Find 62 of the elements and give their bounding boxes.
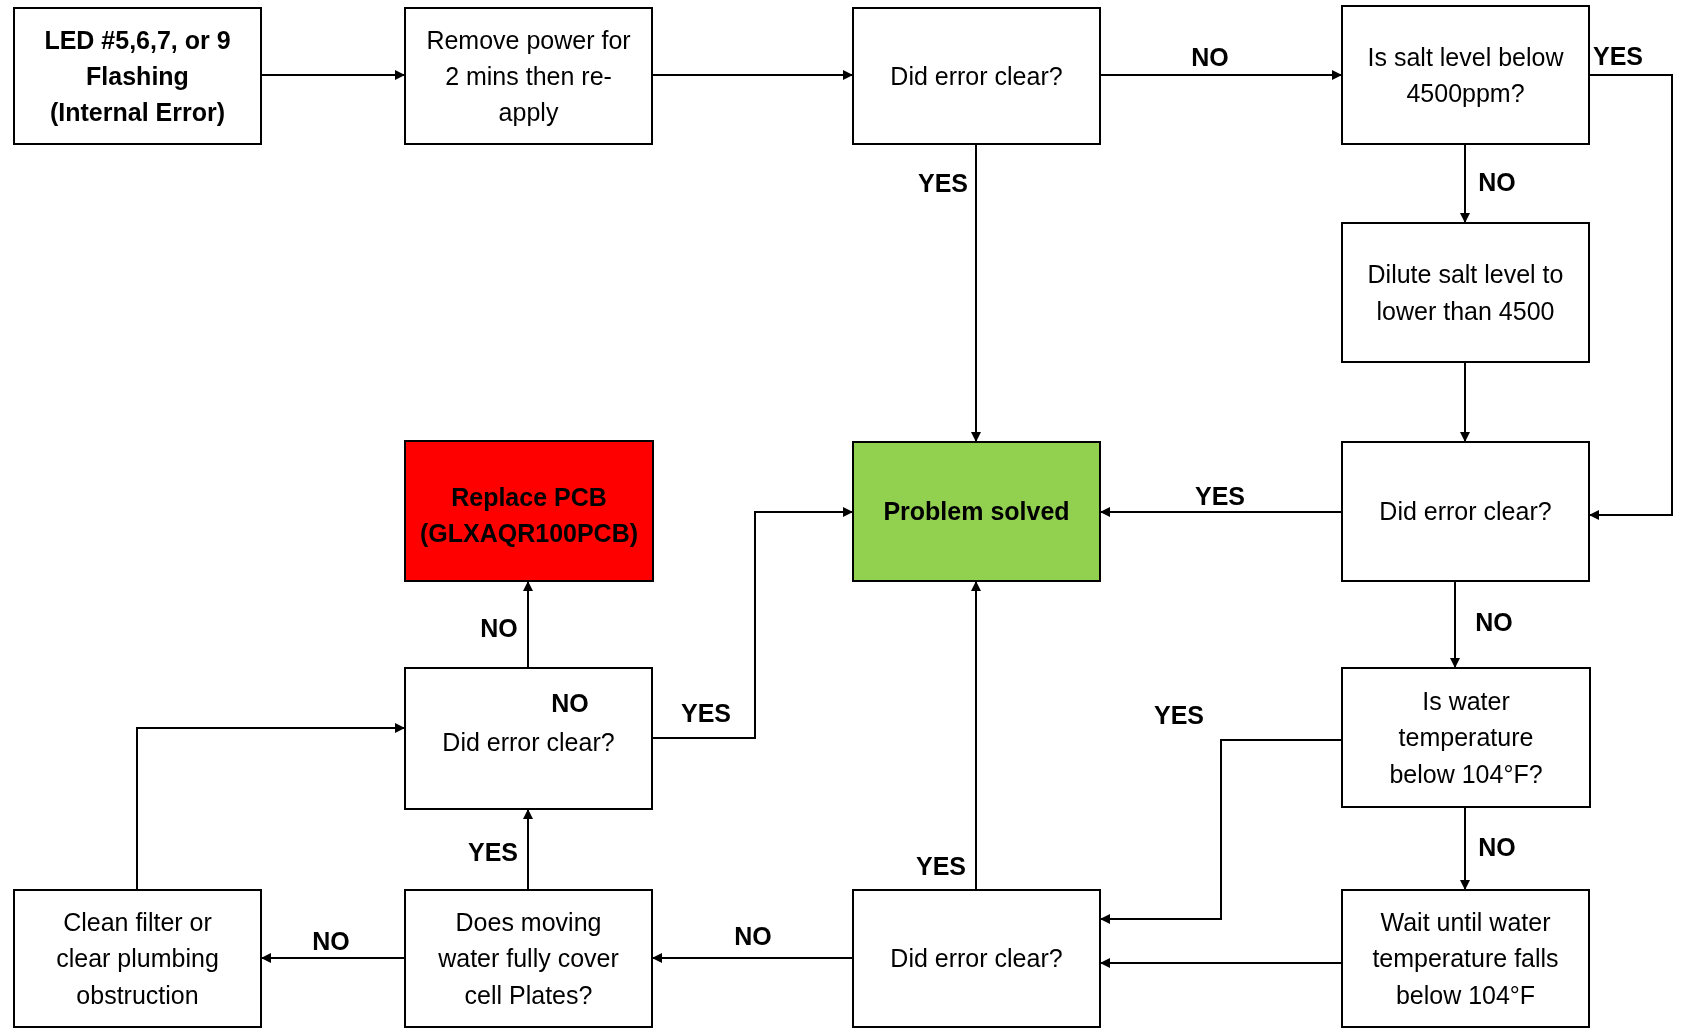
arrow xyxy=(261,70,405,80)
edge-label: NO xyxy=(1478,832,1516,864)
process-box xyxy=(13,889,262,1028)
process-box xyxy=(852,7,1101,145)
box-text: Did error clear? xyxy=(442,727,615,759)
box-text: Is salt level below 4500ppm? xyxy=(1366,41,1565,109)
arrow xyxy=(1460,807,1470,890)
edge-label: NO xyxy=(312,926,350,958)
stray-label: NO xyxy=(551,688,589,720)
arrow xyxy=(1450,581,1460,668)
edge-label: YES xyxy=(681,698,731,730)
box-text: Remove power for 2 mins then re-apply xyxy=(426,24,631,129)
box-text: Clean filter or clear plumbing obstruction xyxy=(55,907,220,1011)
arrow xyxy=(971,144,981,442)
box-text: Does moving water fully cover cell Plates? xyxy=(437,907,620,1011)
process-box xyxy=(404,440,654,582)
box-text: Problem solved xyxy=(883,496,1070,528)
edge-label: YES xyxy=(916,851,966,883)
arrow xyxy=(1460,362,1470,442)
edge-label: YES xyxy=(1593,41,1643,73)
arrow xyxy=(652,507,853,739)
process-box xyxy=(404,889,653,1028)
edge-label: YES xyxy=(468,837,518,869)
arrow xyxy=(1100,70,1342,80)
process-box xyxy=(404,7,653,145)
edge-label: YES xyxy=(1195,481,1245,513)
arrow xyxy=(1100,739,1342,924)
edge-label: NO xyxy=(480,613,518,645)
process-box xyxy=(852,441,1101,582)
edge-label: NO xyxy=(1475,607,1513,639)
process-box xyxy=(1341,441,1590,582)
box-text: Replace PCB (GLXAQR100PCB) xyxy=(419,481,639,549)
box-text: Did error clear? xyxy=(1379,496,1552,528)
box-text: Dilute salt level to lower than 4500 xyxy=(1366,259,1565,327)
process-box xyxy=(852,889,1101,1028)
box-text: Is water temperature below 104°F? xyxy=(1388,686,1544,790)
arrow xyxy=(652,70,853,80)
box-text: Did error clear? xyxy=(890,60,1063,92)
edge-label: YES xyxy=(918,168,968,200)
arrow xyxy=(1100,958,1342,968)
box-text: LED #5,6,7, or 9 Flashing (Internal Error) xyxy=(43,24,232,129)
arrow xyxy=(136,723,405,890)
arrow xyxy=(261,953,405,963)
arrow xyxy=(523,581,533,668)
process-box xyxy=(1341,889,1590,1028)
process-box xyxy=(404,667,653,810)
arrow xyxy=(1460,144,1470,223)
box-text: Did error clear? xyxy=(890,943,1063,975)
arrow xyxy=(1100,507,1342,517)
arrow xyxy=(971,581,981,890)
arrow xyxy=(1589,74,1673,520)
arrow xyxy=(523,809,533,890)
box-text: Wait until water temperature falls below 104°F xyxy=(1371,907,1560,1011)
edge-label: YES xyxy=(1154,700,1204,732)
arrow xyxy=(652,953,853,963)
process-box xyxy=(1341,222,1590,363)
edge-label: NO xyxy=(1191,42,1229,74)
edge-label: NO xyxy=(1478,167,1516,199)
process-box xyxy=(1341,5,1590,145)
edge-label: NO xyxy=(734,921,772,953)
process-box xyxy=(1341,667,1591,808)
process-box xyxy=(13,7,262,145)
